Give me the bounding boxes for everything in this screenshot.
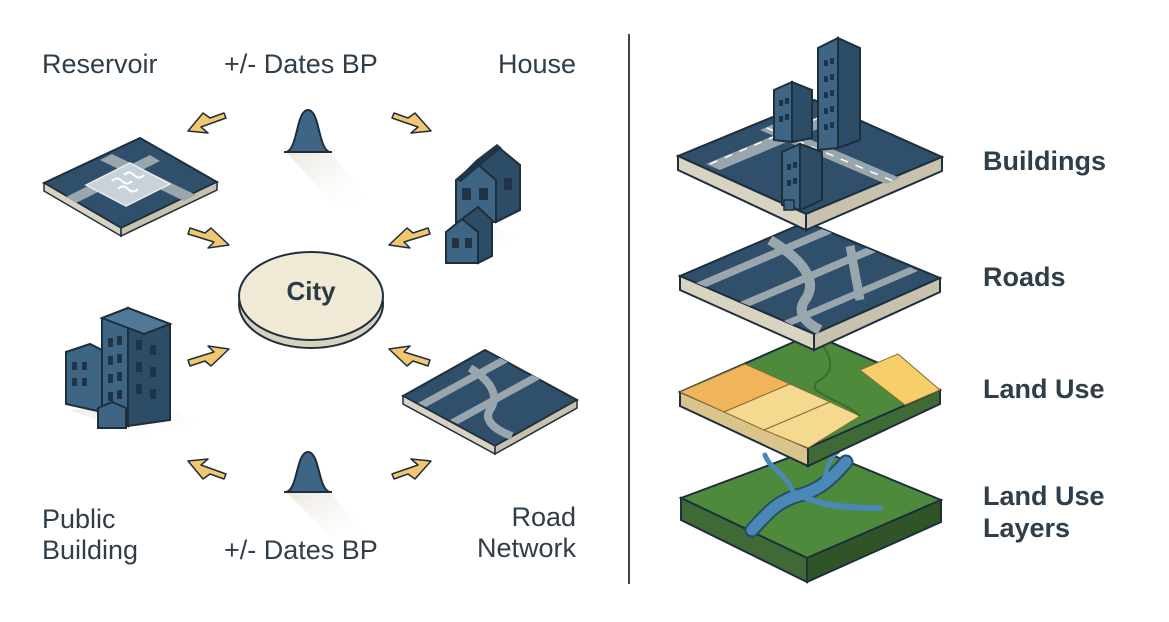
land-use-plate-icon	[677, 332, 943, 468]
roads-plate-icon	[677, 220, 943, 352]
arrow-reservoir-to-city-icon	[187, 227, 230, 249]
city-label: City	[286, 276, 336, 306]
arrow-public-building-to-city-icon	[187, 345, 230, 367]
layer-label-land-use-layers-line2: Layers	[983, 513, 1071, 543]
panel-divider	[628, 34, 630, 584]
public-building-label-line2: Building	[42, 535, 139, 565]
arrow-road-network-to-city-icon	[388, 345, 431, 367]
reservoir-tile-icon	[41, 136, 220, 238]
dates-distribution-bottom-icon	[284, 450, 372, 542]
buildings-plate-icon	[675, 36, 945, 232]
public-building-icon	[65, 306, 200, 436]
arrow-house-icon	[391, 112, 432, 134]
road-network-label-line2: Network	[476, 533, 576, 563]
arrow-reservoir-icon	[187, 112, 227, 134]
layer-label-land-use: Land Use	[983, 374, 1105, 404]
layer-label-buildings: Buildings	[983, 146, 1106, 176]
dates-bottom-label: +/- Dates BP	[224, 535, 378, 565]
city-node	[238, 251, 384, 349]
dates-top-label: +/- Dates BP	[224, 49, 378, 79]
house-icon	[445, 144, 521, 265]
public-building-label-line1: Public	[42, 504, 116, 534]
road-network-tile-icon	[400, 348, 580, 456]
house-label: House	[497, 49, 576, 79]
arrow-house-to-city-icon	[388, 227, 431, 249]
land-use-layers-plate-icon	[678, 446, 944, 584]
layer-label-land-use-layers-line1: Land Use	[983, 481, 1105, 511]
road-network-label-line1: Road	[511, 502, 576, 532]
reservoir-label: Reservoir	[42, 49, 158, 79]
layer-label-roads: Roads	[983, 262, 1066, 292]
arrow-public-building-icon	[187, 458, 227, 480]
dates-distribution-top-icon	[284, 108, 372, 206]
arrow-road-network-icon	[391, 458, 432, 480]
